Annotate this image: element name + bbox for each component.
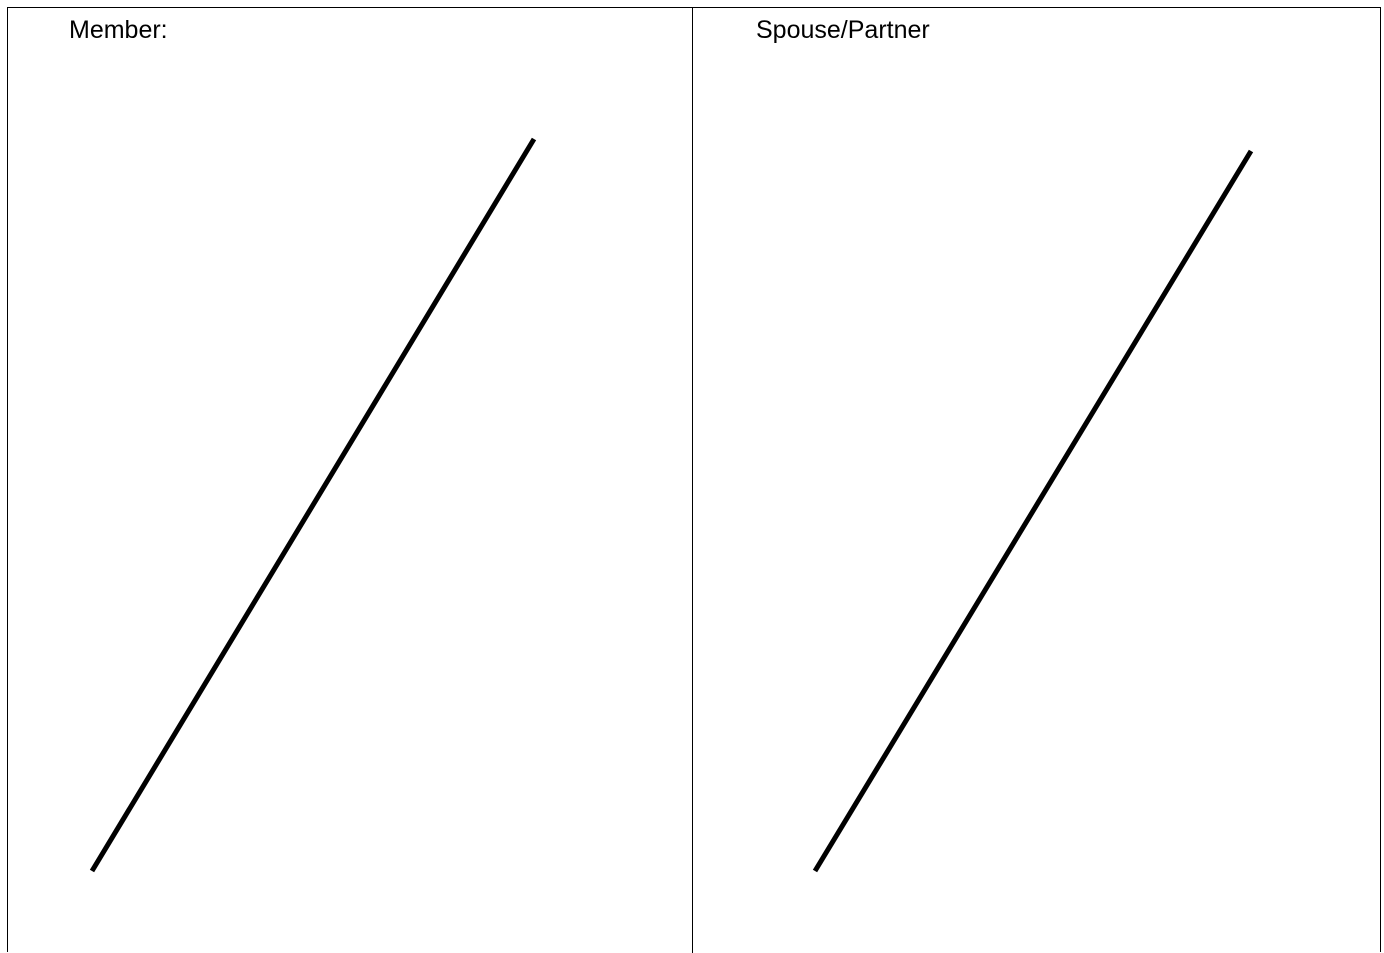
signature-table: Member: Spouse/Partner	[7, 7, 1381, 953]
spouse-partner-cell: Spouse/Partner	[694, 8, 1380, 953]
column-divider	[692, 8, 693, 953]
member-label: Member:	[69, 16, 168, 44]
spouse-partner-label: Spouse/Partner	[756, 16, 930, 44]
member-cell: Member:	[8, 8, 692, 953]
